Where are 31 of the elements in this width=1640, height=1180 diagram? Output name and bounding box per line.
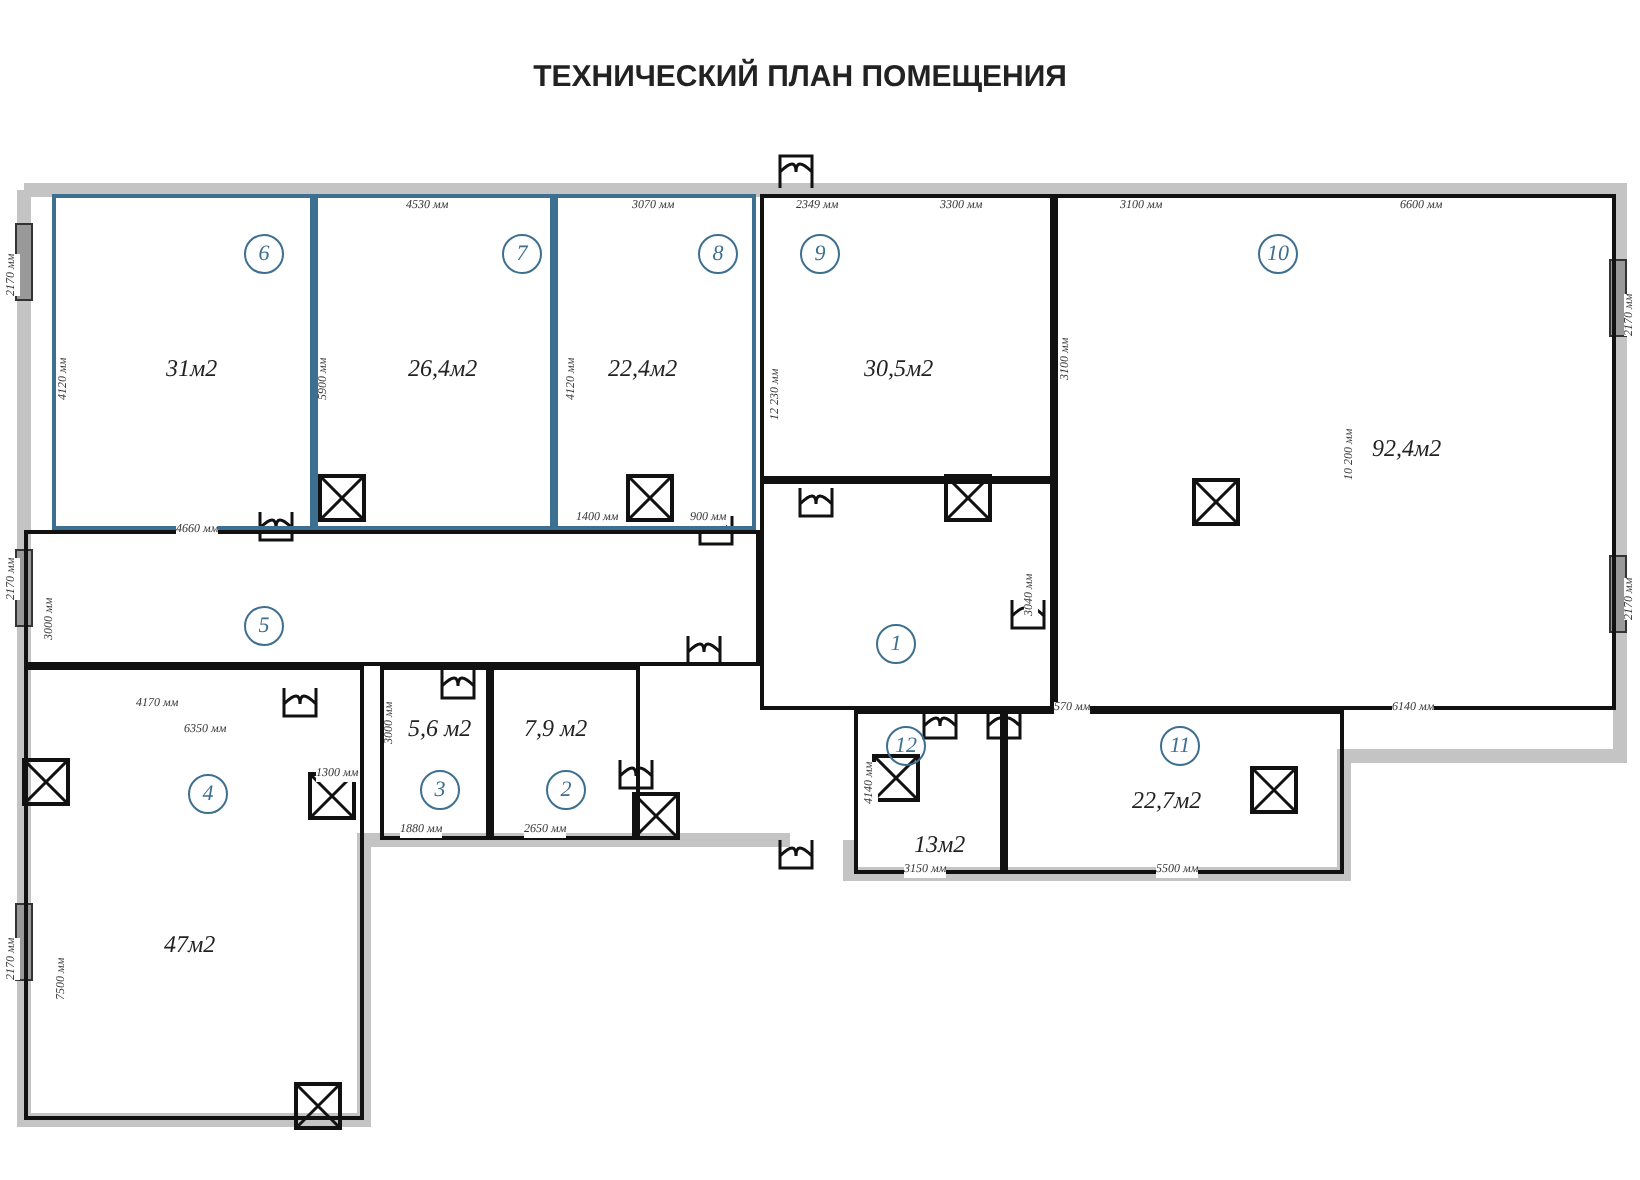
room-number: 2 (546, 770, 586, 810)
room-outline (760, 480, 1054, 710)
room-area: 22,7м2 (1132, 786, 1202, 816)
room-area: 30,5м2 (864, 354, 934, 384)
room-area: 92,4м2 (1372, 434, 1442, 464)
room-area: 5,6 м2 (408, 714, 472, 744)
room-outline (52, 194, 314, 530)
room-number: 7 (502, 234, 542, 274)
room-area: 22,4м2 (608, 354, 678, 384)
room-number: 1 (876, 624, 916, 664)
room-number: 11 (1160, 726, 1200, 766)
room-area: 31м2 (166, 354, 218, 384)
room-outline (1054, 194, 1616, 710)
room-outline (24, 666, 364, 1120)
room-number: 9 (800, 234, 840, 274)
room-number: 5 (244, 606, 284, 646)
room-number: 6 (244, 234, 284, 274)
room-outline (314, 194, 554, 530)
room-area: 47м2 (164, 930, 216, 960)
room-area: 13м2 (914, 830, 966, 860)
room-area: 26,4м2 (408, 354, 478, 384)
room-number: 8 (698, 234, 738, 274)
room-outline (760, 194, 1054, 480)
room-area: 7,9 м2 (524, 714, 588, 744)
room-outline (554, 194, 756, 530)
room-number: 4 (188, 774, 228, 814)
plan-title: ТЕХНИЧЕСКИЙ ПЛАН ПОМЕЩЕНИЯ (531, 60, 1069, 94)
room-number: 3 (420, 770, 460, 810)
room-outline (24, 530, 760, 666)
room-number: 10 (1258, 234, 1298, 274)
room-number: 12 (886, 726, 926, 766)
